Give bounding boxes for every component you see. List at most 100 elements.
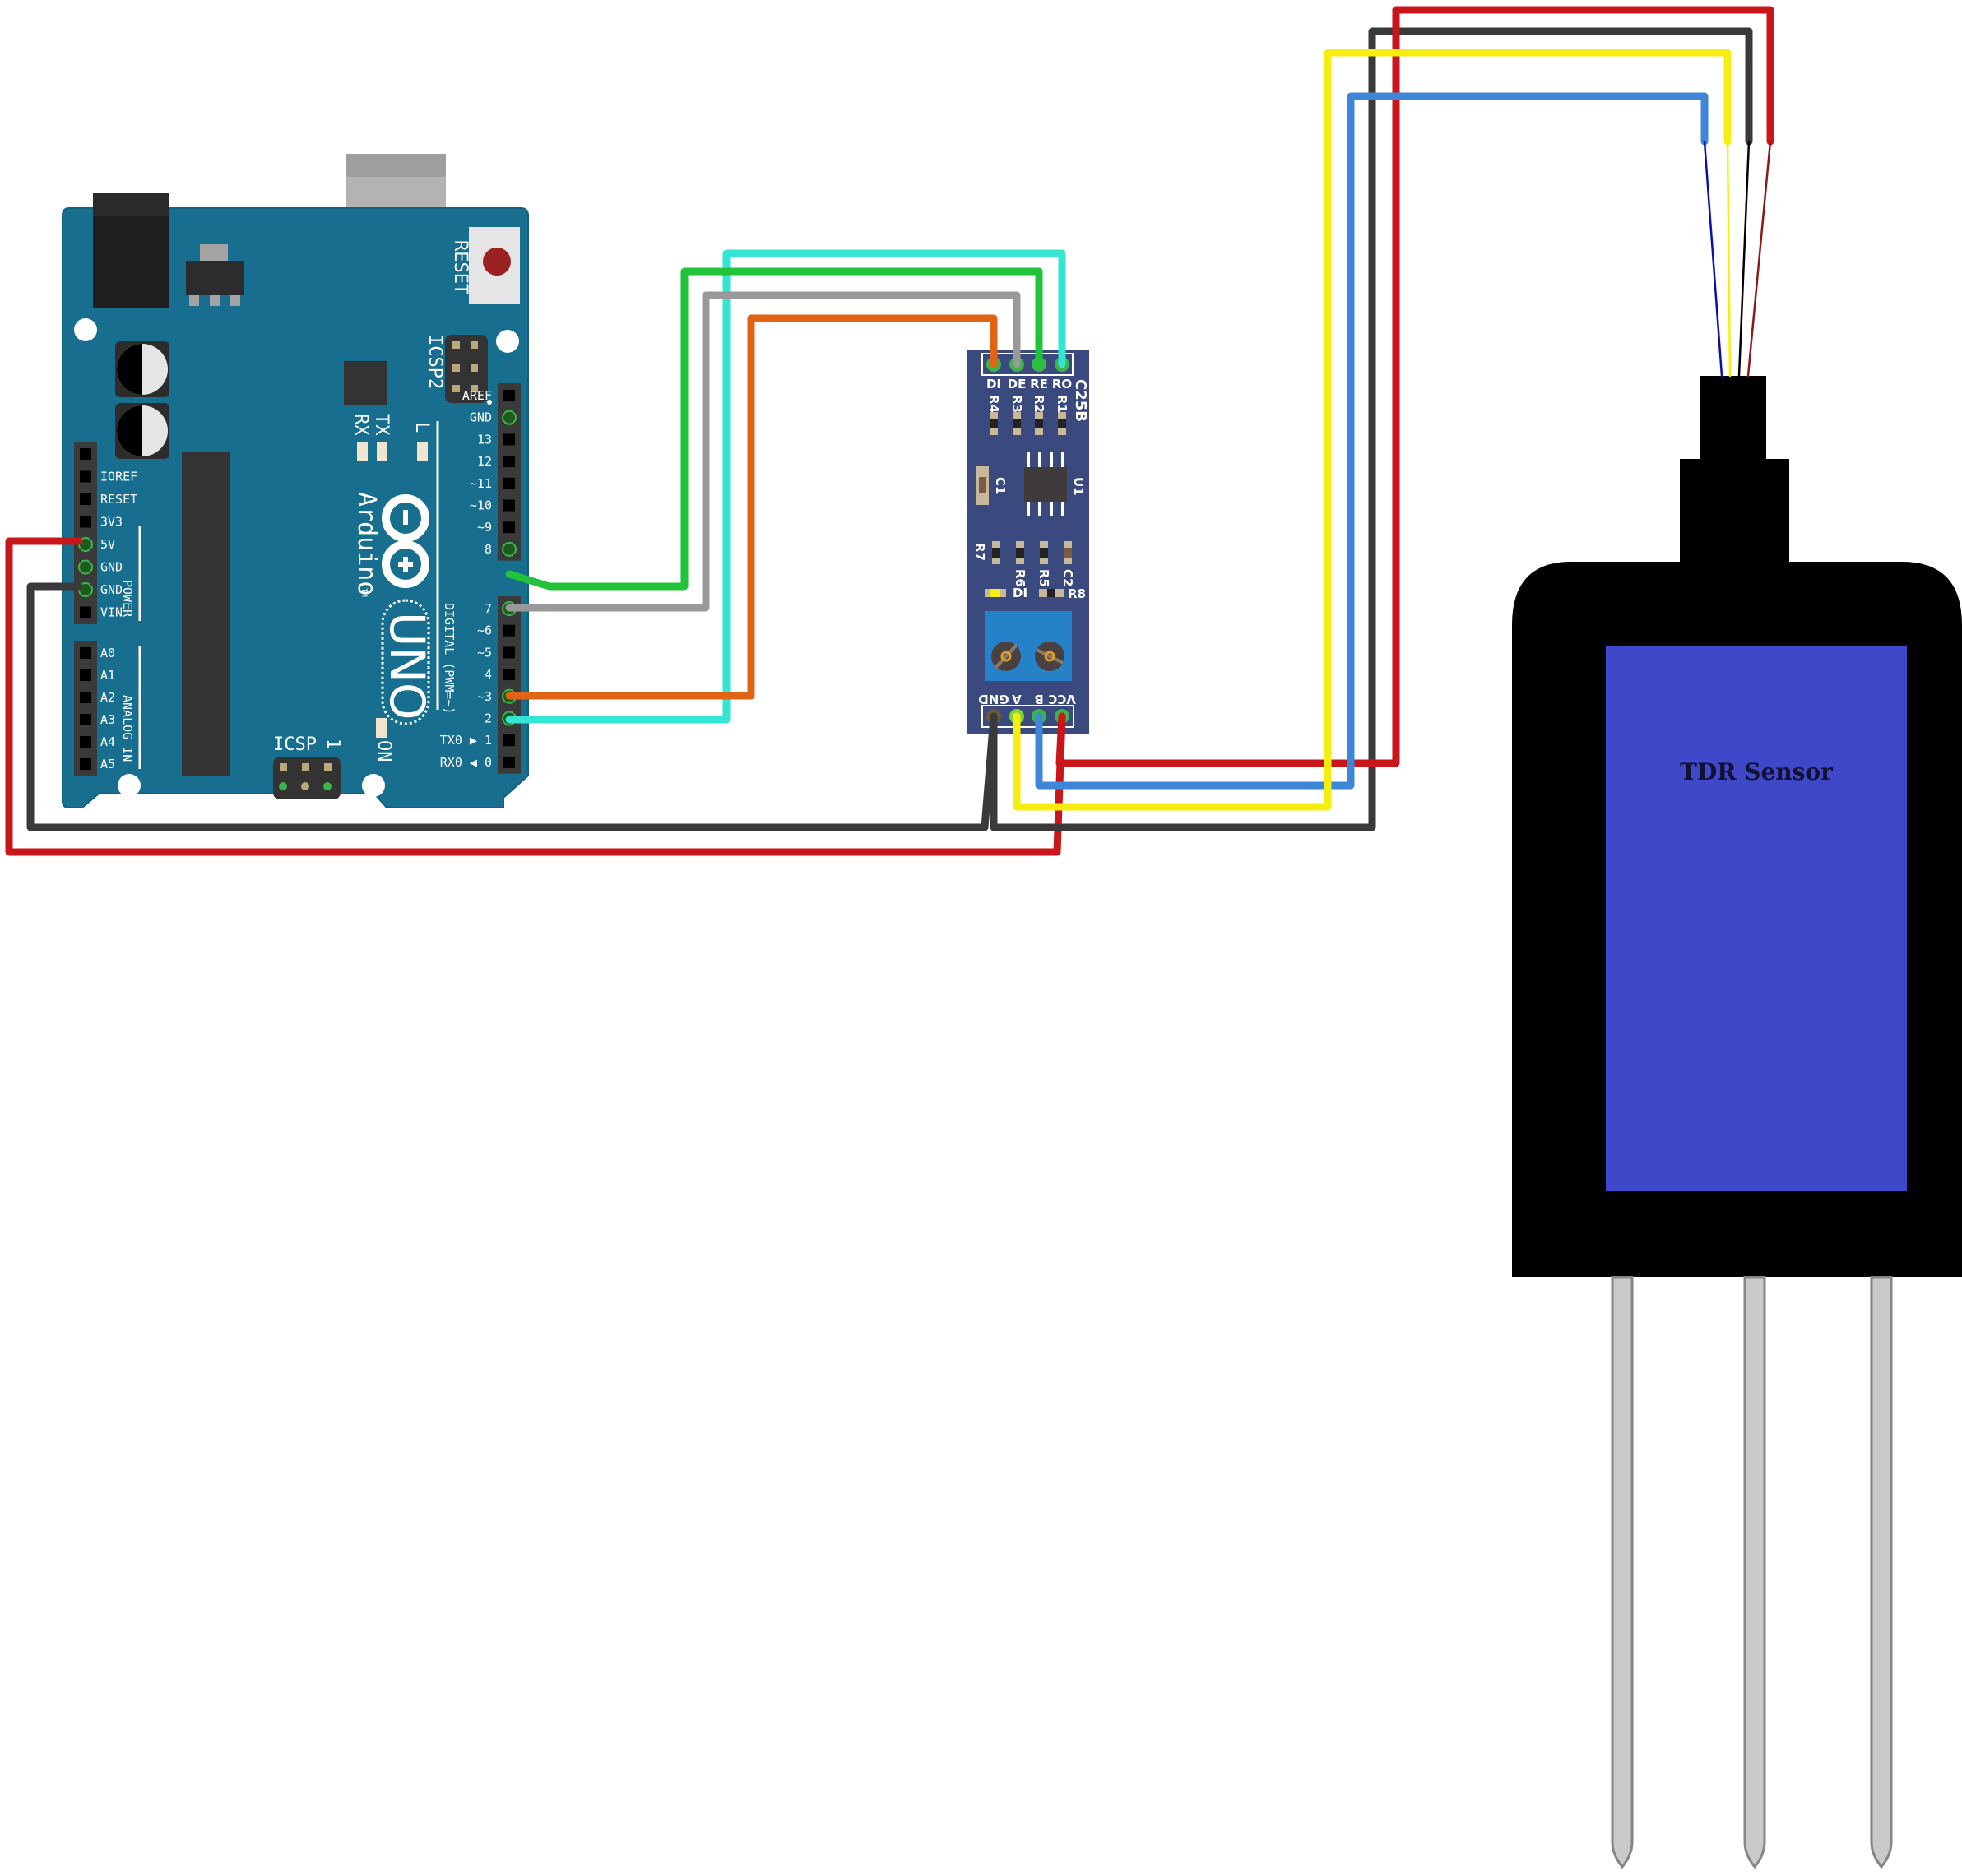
digital-label: DIGITAL (PWM=~) [442,603,457,714]
capacitor [115,403,169,459]
uno-badge [381,599,430,725]
lead-yellow[interactable] [1726,140,1732,378]
digital-pin[interactable] [503,499,515,512]
arduino-uno-board[interactable]: RESET ICSP2 RX TX L [62,154,529,808]
tx-led [377,442,387,461]
wire-black-gnd-gnd[interactable] [26,582,998,831]
power-pin-label: IOREF [100,470,137,484]
rx-led [357,442,368,461]
sensor-panel [1606,646,1907,1191]
analog-pin[interactable] [80,669,91,681]
digital-pin-label: ~3 [477,689,492,704]
tdr-sensor[interactable]: TDR Sensor [1512,376,1962,1869]
digital-pin-label: AREF [462,388,492,403]
analog-pin[interactable] [80,714,91,725]
analog-label: ANALOG IN [120,695,135,762]
digital-pin-label: 8 [485,542,492,557]
digital-pin[interactable] [503,734,515,747]
on-label: ON [373,740,394,762]
digital-pin[interactable] [503,756,515,768]
wire-gray-d7-de[interactable] [505,291,1021,612]
digital-pin[interactable] [503,433,515,446]
wire-orange-d3-di[interactable] [505,314,998,700]
rs485-pin-label: DE [1008,377,1027,391]
probe-rod [1870,1276,1893,1869]
digital-pin-connected[interactable] [502,541,517,557]
power-pin-connected[interactable] [78,559,93,575]
analog-pin-label: A2 [100,690,115,705]
bottom-header-outline [981,705,1074,728]
digital-pin[interactable] [503,390,515,401]
digital-pin-label: 13 [477,432,492,447]
digital-pin[interactable] [503,646,515,659]
probe-rod [1611,1276,1634,1869]
rs485-pin-label: B [1034,692,1043,706]
terminal-screw-b[interactable] [1035,642,1064,671]
analog-pin[interactable] [80,736,91,748]
mounting-hole [362,774,385,797]
digital-pin-label: ~10 [470,498,492,513]
di-led-label: DI [1013,586,1027,600]
wire-blue-b-sensor[interactable] [1035,92,1709,790]
digital-pin-connected[interactable] [502,410,517,425]
digital-pin-label: 7 [485,601,492,616]
arduino-logo [382,494,429,588]
power-pin[interactable] [80,448,91,460]
analog-pin-label: A4 [100,734,115,749]
analog-pin[interactable] [80,647,91,659]
power-label: POWER [120,580,135,618]
icsp-header[interactable] [273,757,341,799]
resistor-label: R1 [1055,395,1069,413]
power-pin[interactable] [80,470,91,483]
power-pin-label: GND [100,582,123,597]
usb-serial-chip [344,361,387,405]
power-pin[interactable] [80,516,91,528]
resistor-label: R3 [1009,395,1024,413]
sensor-label: TDR Sensor [1680,758,1834,785]
capacitor [115,341,169,397]
l-label: L [411,422,432,433]
digital-pin-label: 4 [485,667,492,682]
chip-label: C25B [1072,379,1089,422]
board-pcb [62,207,529,808]
c1-label: C1 [993,477,1008,494]
voltage-regulator-tab [200,244,228,261]
power-pin[interactable] [80,606,91,618]
wire-red-vcc-sensor[interactable] [1055,6,1774,767]
digital-pin[interactable] [503,669,515,681]
sensor-cable-gland-top [1700,376,1766,459]
wire-yellow-a-sensor[interactable] [1013,49,1732,811]
power-pin[interactable] [80,493,91,505]
lead-blue[interactable] [1703,140,1723,378]
digital-pin[interactable] [503,521,515,534]
icsp-pin1-label: 1 [322,739,343,749]
lead-black[interactable] [1737,140,1751,378]
atmega-chip [182,452,230,776]
lead-red[interactable] [1746,140,1772,378]
wires [5,6,1774,856]
digital-pin[interactable] [503,477,515,489]
wire-green-d8-re[interactable] [505,267,1043,591]
terminal-screw-a[interactable] [991,642,1021,671]
resistor-label: R6 [1013,569,1027,587]
digital-pin[interactable] [503,624,515,637]
wire-black-gnd-sensor[interactable] [990,27,1753,831]
rs485-pin-label: DI [986,377,1001,391]
wire-cyan-d2-ro[interactable] [505,249,1066,724]
digital-pin-label: 2 [485,711,492,726]
analog-pin-label: A5 [100,757,115,771]
analog-pin[interactable] [80,758,91,770]
reset-button[interactable] [483,248,511,276]
analog-pin[interactable] [80,692,91,703]
power-jack-cap [93,193,169,216]
voltage-regulator [186,261,244,295]
digital-pin[interactable] [503,456,515,468]
tm-mark: TM [359,588,368,597]
mounting-hole [496,330,519,353]
